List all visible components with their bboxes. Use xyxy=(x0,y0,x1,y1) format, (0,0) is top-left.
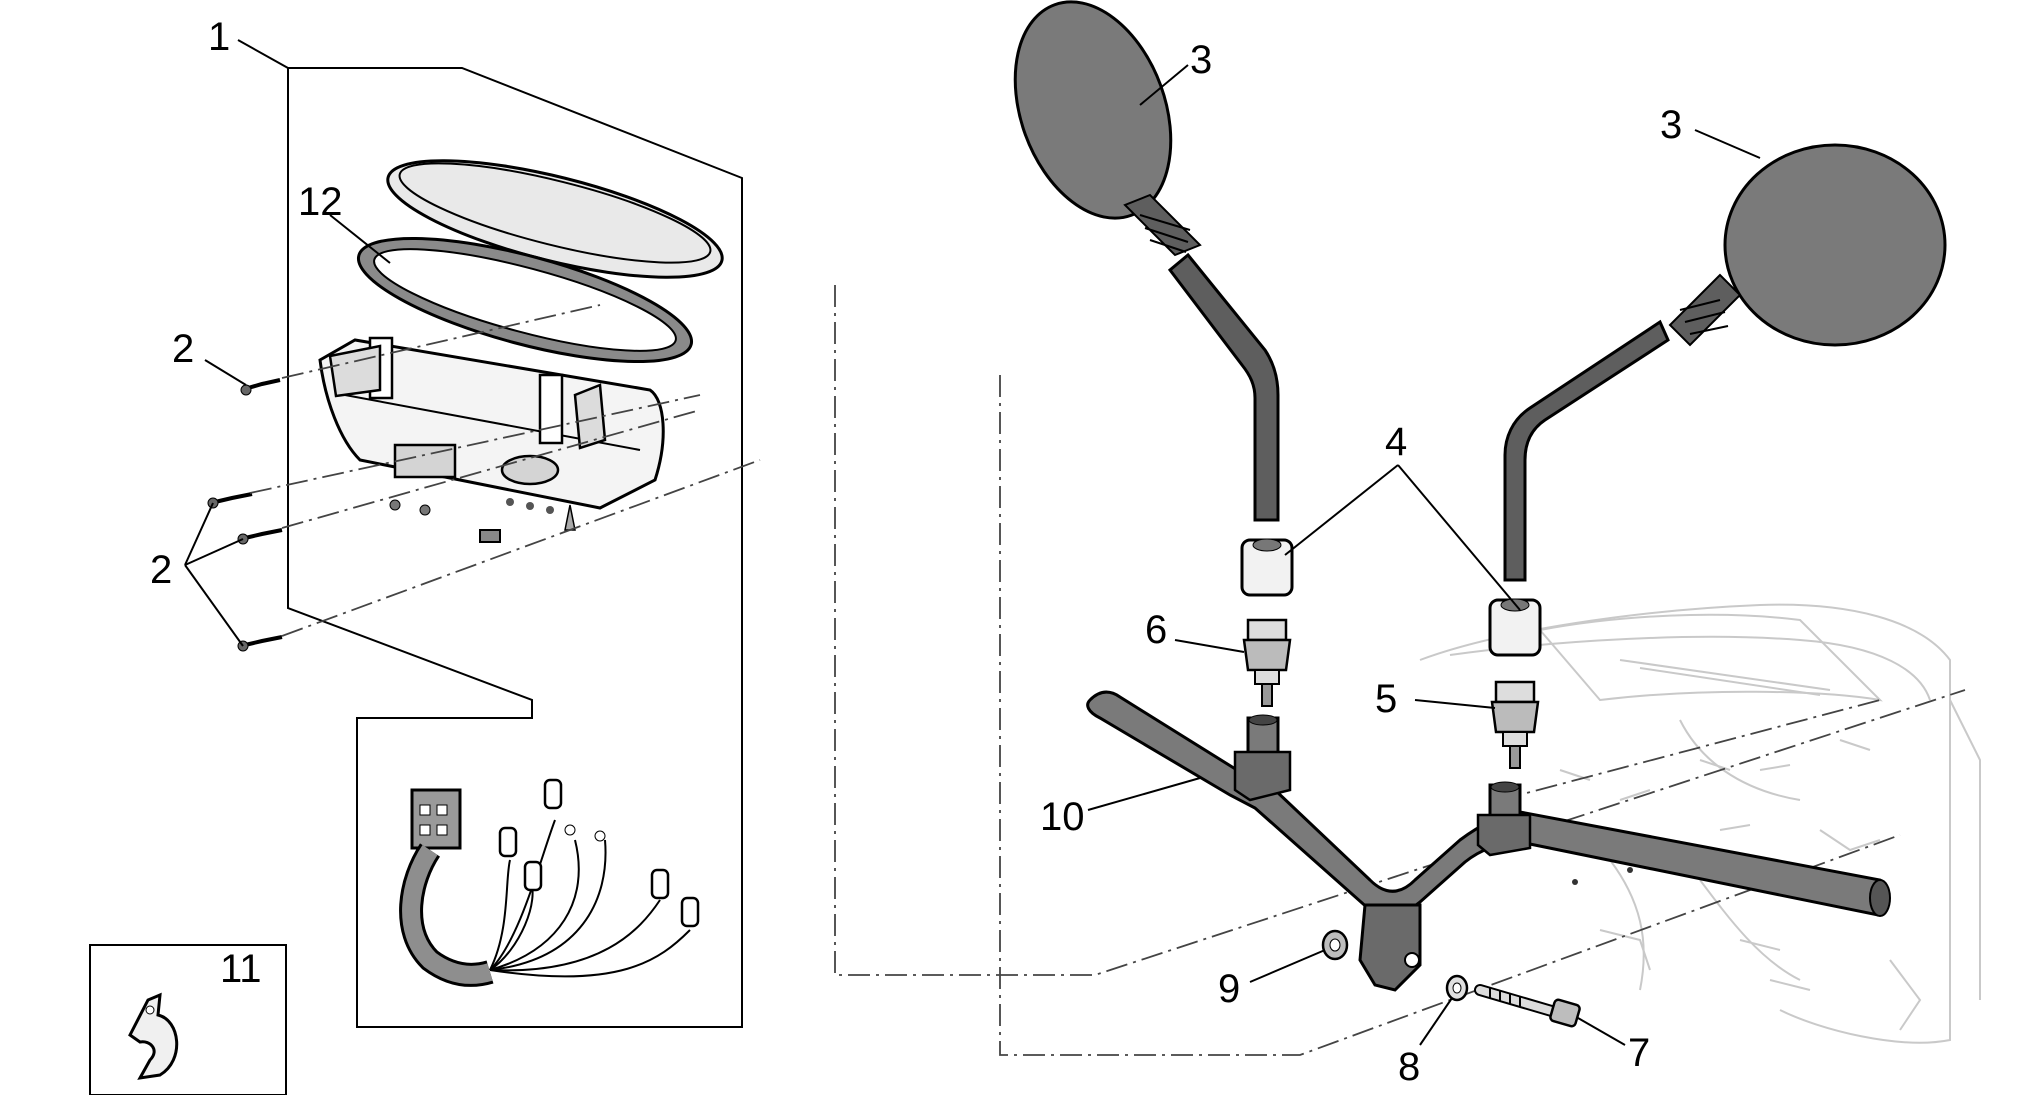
mirror-adapter-right xyxy=(1490,680,1540,769)
washer-9 xyxy=(1321,929,1349,961)
callout-labels: 1 12 2 2 11 3 3 4 6 5 10 9 8 7 xyxy=(150,15,1682,1089)
callout-3-left: 3 xyxy=(1190,38,1212,82)
callout-5: 5 xyxy=(1375,677,1397,721)
washer-8 xyxy=(1445,974,1469,1002)
item-11-box xyxy=(89,944,287,1095)
left-mirror xyxy=(1013,0,1280,522)
callout-2-lower: 2 xyxy=(150,548,172,592)
callout-1: 1 xyxy=(208,15,230,59)
item-11-bracket xyxy=(128,992,179,1080)
mirror-spacers xyxy=(1240,538,1542,657)
wiring-harness xyxy=(399,778,700,987)
bolt-7 xyxy=(1474,984,1581,1028)
alignment-lines-panel xyxy=(249,304,761,637)
callout-leaders xyxy=(184,39,1761,1046)
callout-2-upper: 2 xyxy=(172,327,194,371)
handlebar xyxy=(1086,690,1891,992)
callout-6: 6 xyxy=(1145,608,1167,652)
mirror-adapter-left xyxy=(1242,618,1292,707)
instrument-housing xyxy=(318,336,665,543)
instrument-screws xyxy=(207,378,283,652)
callout-7: 7 xyxy=(1628,1031,1650,1075)
right-mirror xyxy=(1503,143,1947,582)
callout-4: 4 xyxy=(1385,420,1407,464)
scooter-front-shield-ghost xyxy=(1419,603,1981,1044)
callout-10: 10 xyxy=(1040,795,1085,839)
callout-9: 9 xyxy=(1218,967,1240,1011)
callout-11: 11 xyxy=(220,947,262,991)
callout-12: 12 xyxy=(298,180,343,224)
instrument-gasket xyxy=(356,236,694,364)
callout-3-right: 3 xyxy=(1660,103,1682,147)
callout-8: 8 xyxy=(1398,1045,1420,1089)
